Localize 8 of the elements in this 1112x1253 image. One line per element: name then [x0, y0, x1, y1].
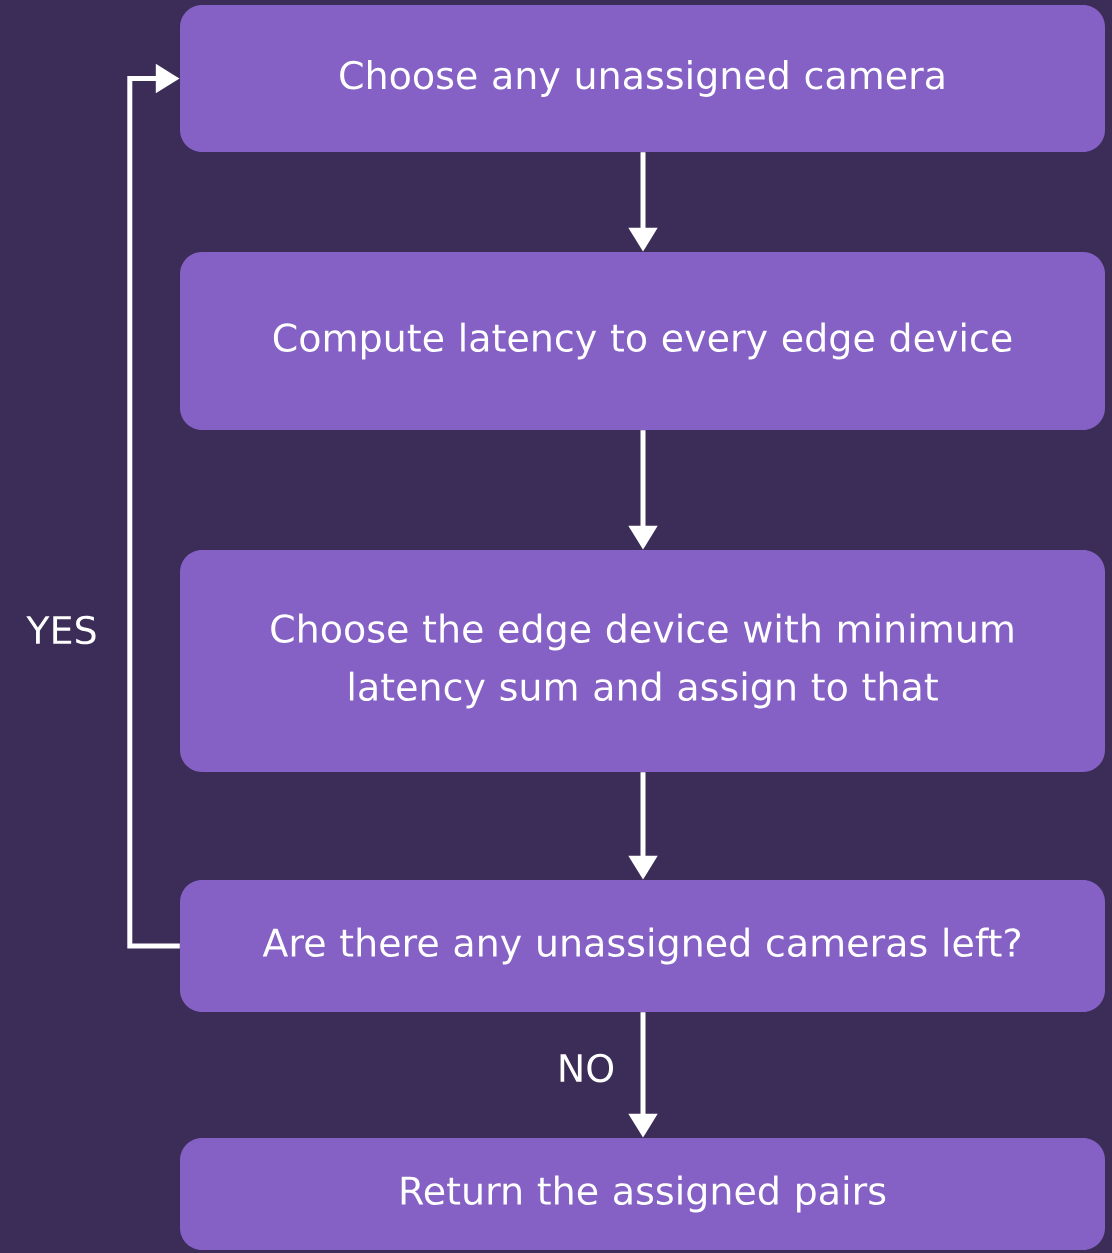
process-box: Choose the edge device with minimum latency sum and assign to that: [180, 550, 1105, 772]
arrow: [127, 63, 180, 949]
edge-label: YES: [24, 613, 100, 647]
process-box: Are there any unassigned cameras left?: [180, 880, 1105, 1012]
process-box: Compute latency to every edge device: [180, 252, 1105, 430]
process-box: Return the assigned pairs: [180, 1138, 1105, 1250]
process-box: Choose any unassigned camera: [180, 5, 1105, 152]
edge-label: NO: [554, 1051, 618, 1085]
